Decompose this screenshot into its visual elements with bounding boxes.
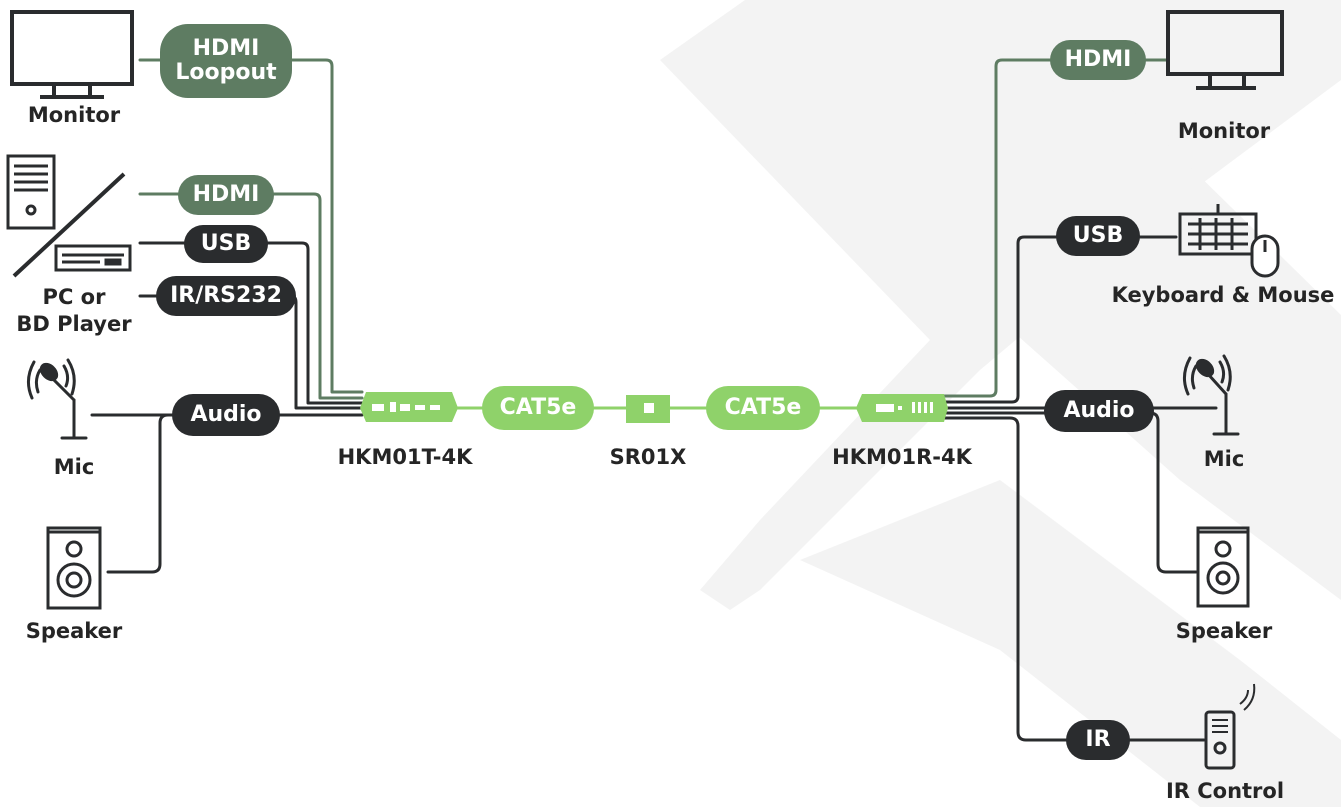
remote-control-icon [1204,683,1256,770]
usb-pill-right: USB [1056,216,1140,256]
right-speaker-label: Speaker [1175,619,1273,643]
hdmi-pill-left: HDMI [178,175,274,215]
right-mic-label: Mic [1203,447,1245,471]
monitor-icon-right [1166,10,1284,90]
left-speaker-label: Speaker [25,619,123,643]
hdmi-cable-right [942,58,1168,398]
hdmi-loopout-pill: HDMI Loopout [160,24,292,98]
mouse-icon [1250,234,1280,278]
cat5e-pill-left-label: CAT5e [499,395,577,420]
left-source-label: PC or BD Player [4,284,144,338]
cat5e-pill-right-label: CAT5e [724,395,802,420]
hdmi-pill-left-label: HDMI [192,182,260,207]
usb-pill-right-label: USB [1072,223,1124,248]
transmitter-label: HKM01T-4K [337,445,473,469]
keyboard-mouse-label: Keyboard & Mouse [1111,283,1335,307]
ir-rs232-pill: IR/RS232 [156,276,296,316]
divider-slash [12,172,126,278]
speaker-icon-right [1196,526,1250,608]
audio-pill-right-label: Audio [1063,398,1135,423]
hkm01r-device-icon [856,394,948,422]
keyboard-icon [1178,204,1258,256]
hdmi-cable-left [138,192,364,400]
microphone-icon-right [1183,354,1240,436]
left-source-label-line1: PC or [42,285,106,309]
left-source-label-line2: BD Player [16,312,132,336]
ir-rs232-pill-label: IR/RS232 [170,283,282,308]
audio-cable-speaker-left [106,413,170,574]
receiver-label: HKM01R-4K [832,445,972,469]
hdmi-pill-right: HDMI [1050,40,1146,80]
repeater-label: SR01X [609,445,687,469]
left-mic-label: Mic [53,455,95,479]
hdmi-loopout-cable [138,58,364,394]
speaker-icon [46,526,102,610]
microphone-icon [27,358,88,440]
hkm01t-device-icon [360,392,458,422]
usb-cable-left [138,241,364,405]
ir-pill-right-label: IR [1085,727,1111,752]
audio-pill-left: Audio [172,394,280,436]
audio-pill-left-label: Audio [190,402,262,427]
ir-control-label: IR Control [1165,779,1285,803]
usb-pill-left-label: USB [200,231,252,256]
bd-player-icon [54,244,132,272]
pc-tower-icon [6,154,56,230]
left-monitor-label: Monitor [27,103,121,127]
sr01x-device-icon [626,395,670,423]
hdmi-loopout-pill-line2: Loopout [175,60,277,85]
cat5e-pill-left: CAT5e [482,386,594,430]
usb-cable-right [942,235,1178,404]
usb-pill-left: USB [184,225,268,263]
ir-cable-right [942,416,1206,742]
right-monitor-label: Monitor [1177,119,1271,143]
hdmi-pill-right-label: HDMI [1064,47,1132,72]
audio-pill-right: Audio [1044,390,1154,432]
cat5e-pill-right: CAT5e [706,386,820,430]
monitor-icon [10,10,134,99]
ir-pill-right: IR [1066,720,1130,760]
hdmi-loopout-pill-line1: HDMI [192,36,260,61]
